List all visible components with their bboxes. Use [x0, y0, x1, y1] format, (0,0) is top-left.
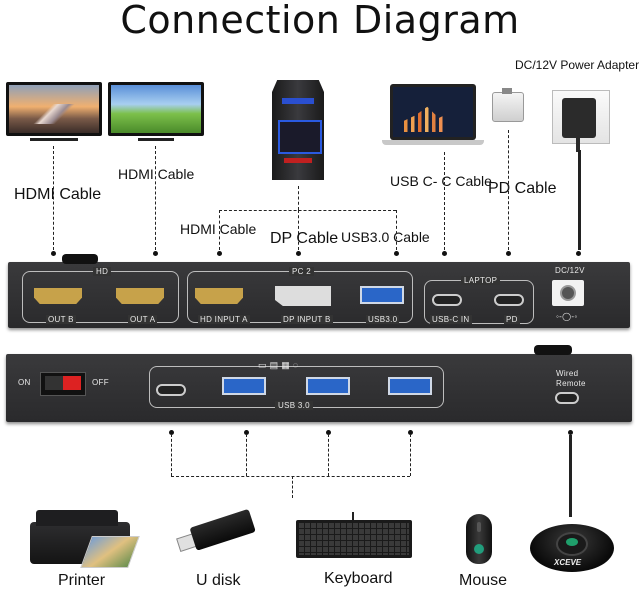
out-b-label: OUT B	[46, 315, 76, 324]
monitor-right	[108, 82, 204, 141]
keyboard-image	[296, 512, 412, 560]
usbc-cable-label: USB C- C Cable	[390, 173, 492, 189]
power-switch[interactable]	[40, 372, 86, 396]
power-off-label: OFF	[92, 378, 109, 387]
pd-label: PD	[504, 315, 520, 324]
wired-remote-label: Wired Remote	[556, 369, 586, 388]
usb-device-bus-line	[171, 476, 410, 477]
cable-line-pc-split	[219, 210, 396, 211]
wired-remote-port	[555, 392, 579, 404]
monitor-left	[6, 82, 102, 141]
dp-cable-label: DP Cable	[270, 230, 339, 247]
hdmi-cable-pc-label: HDMI Cable	[180, 221, 257, 237]
cable-line-usbc	[444, 152, 445, 250]
mouse-label: Mouse	[459, 572, 508, 589]
printer-label: Printer	[58, 572, 106, 589]
hdmi-out-a-port	[116, 288, 164, 304]
cable-line-pd	[508, 130, 509, 250]
hd-input-a-label: HD INPUT A	[198, 315, 250, 324]
hdmi-out-b-port	[34, 288, 82, 304]
pd-cable-label: PD Cable	[488, 180, 557, 197]
usb-a-port-3	[388, 377, 432, 395]
usb3-pc-port	[360, 286, 404, 304]
pd-charger-image	[490, 88, 524, 124]
pc-tower-image	[266, 80, 330, 184]
pc2-group-label: PC 2	[289, 267, 314, 276]
usbc-hub-port	[156, 384, 186, 396]
mouse-image	[466, 514, 492, 564]
hd-group-label: HD	[93, 267, 112, 276]
usb-a-port-2	[306, 377, 350, 395]
wired-remote-image: XCEVE	[530, 512, 614, 574]
hdmi-input-a-port	[195, 288, 243, 304]
power-on-label: ON	[18, 378, 31, 387]
usb-a-port-1	[222, 377, 266, 395]
hdmi-cable-left-label: HDMI Cable	[14, 186, 102, 203]
power-adapter-label: DC/12V Power Adapter	[515, 58, 640, 72]
remote-brand-label: XCEVE	[554, 558, 582, 567]
laptop-image	[382, 84, 484, 150]
dc12v-label: DC/12V	[555, 266, 585, 275]
usb-30-label: USB 3.0	[275, 401, 313, 410]
printer-image	[30, 510, 140, 568]
polarity-symbol: ◦-◯-◦	[556, 312, 578, 321]
udisk-image	[172, 501, 260, 564]
power-adapter-image	[552, 90, 610, 152]
cable-line-out-b	[53, 146, 54, 250]
power-cable	[578, 150, 581, 250]
udisk-label: U disk	[196, 572, 241, 589]
pd-port	[494, 294, 524, 306]
remote-knob	[534, 345, 572, 355]
dp-input-b-port	[275, 286, 331, 306]
usb3-cable-label: USB3.0 Cable	[341, 229, 430, 245]
usbc-in-label: USB-C IN	[430, 315, 472, 324]
laptop-group-label: LAPTOP	[461, 276, 501, 285]
dp-input-b-label: DP INPUT B	[281, 315, 333, 324]
keyboard-label: Keyboard	[324, 570, 393, 587]
dc-power-jack	[552, 280, 584, 306]
usb30-label: USB3.0	[366, 315, 400, 324]
peripheral-icons: ▭ ▤ ▦ ◌	[258, 360, 299, 370]
usbc-in-port	[432, 294, 462, 306]
cable-line-out-a	[155, 146, 156, 250]
out-a-label: OUT A	[128, 315, 158, 324]
remote-cable	[569, 435, 572, 517]
page-title: Connection Diagram	[120, 0, 520, 42]
hdmi-cable-right-label: HDMI Cable	[118, 166, 195, 182]
